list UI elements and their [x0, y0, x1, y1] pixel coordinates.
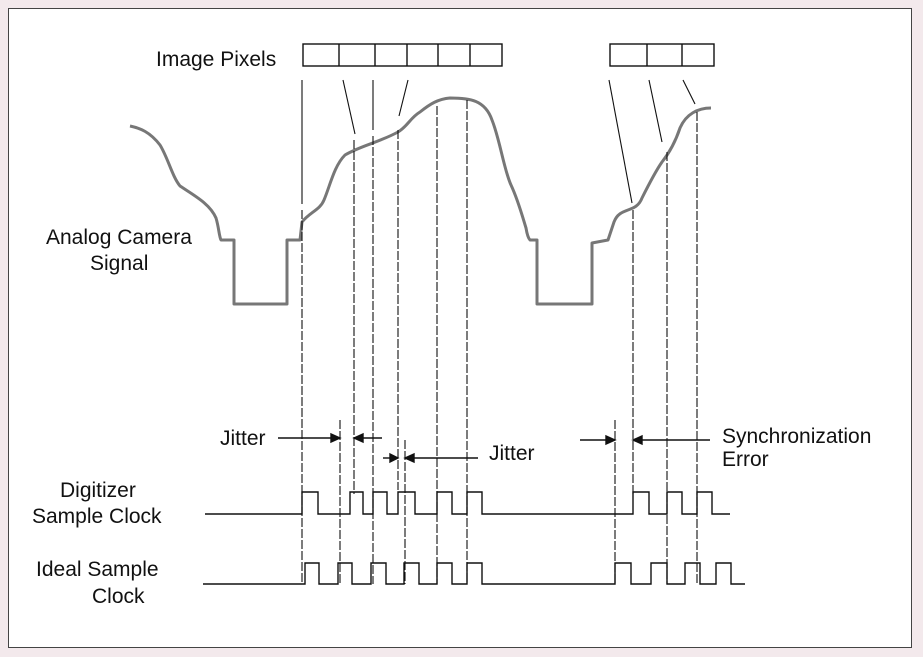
- analog-signal-waveform: [129, 96, 712, 306]
- sync-error-label-line2: Error: [722, 448, 769, 471]
- ideal-clock-label-line1: Ideal Sample: [36, 558, 159, 581]
- arrowhead: [605, 434, 617, 446]
- ideal-clock-waveform: [203, 562, 745, 585]
- digitizer-clock-waveform: [205, 491, 730, 515]
- pixel-row-right-frame: [609, 43, 715, 67]
- pixel-row-left-frame: [302, 43, 503, 67]
- arrowhead: [631, 434, 643, 446]
- arrowhead: [389, 452, 400, 464]
- analog-signal-label-line2: Signal: [90, 252, 148, 275]
- mapping-line: [682, 79, 696, 105]
- mapping-line: [398, 79, 409, 117]
- sync-error-label-line1: Synchronization: [722, 425, 871, 448]
- analog-signal-label-line1: Analog Camera: [46, 226, 192, 249]
- pixel-mapping-lines: [301, 79, 696, 204]
- mapping-line: [342, 79, 356, 135]
- pixel-row-left: [302, 43, 503, 67]
- pixel-row-right: [609, 43, 715, 67]
- mapping-line: [648, 79, 663, 143]
- mapping-line: [608, 79, 633, 204]
- digitizer-clock-label-line1: Digitizer: [60, 479, 136, 502]
- timing-guide-lines: [301, 100, 698, 584]
- ideal-clock-label-line2: Clock: [92, 585, 145, 608]
- digitizer-clock-label-line2: Sample Clock: [32, 505, 162, 528]
- diagram-panel: [8, 8, 912, 648]
- arrowhead: [403, 452, 415, 464]
- jitter-label-right: Jitter: [489, 442, 535, 465]
- image-pixels-label: Image Pixels: [156, 48, 276, 71]
- arrowhead: [352, 432, 364, 444]
- jitter-label-left: Jitter: [220, 427, 266, 450]
- arrowhead: [330, 432, 342, 444]
- jitter-arrows: [278, 432, 710, 464]
